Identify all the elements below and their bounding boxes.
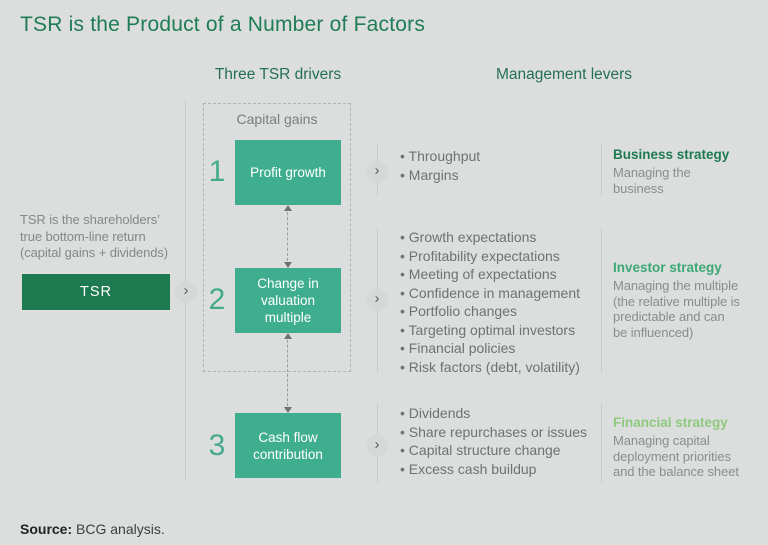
- tsr-description-line: TSR is the shareholders’: [20, 212, 160, 227]
- bullet-item: Growth expectations: [400, 228, 580, 247]
- bullet-item: Portfolio changes: [400, 302, 580, 321]
- column-header-levers: Management levers: [495, 66, 633, 83]
- strategy-title: Financial strategy: [613, 415, 728, 430]
- page-title: TSR is the Product of a Number of Factor…: [20, 13, 426, 36]
- source-label: Source:: [20, 521, 73, 537]
- driver-1-bullet-list: Throughput Margins: [400, 147, 481, 185]
- column-header-drivers: Three TSR drivers: [214, 66, 342, 83]
- bullet-item: Capital structure change: [400, 441, 587, 460]
- strategy-body-line: (the relative multiple is: [613, 293, 740, 309]
- driver-box-cash-flow: Cash flow contribution: [235, 413, 341, 478]
- right-divider-segment-3: [601, 403, 602, 483]
- driver-box-valuation-multiple: Change in valuation multiple: [235, 268, 341, 333]
- strategy-body-line: business: [613, 180, 664, 196]
- source-text: BCG analysis.: [76, 521, 165, 537]
- chevron-glyph: ›: [183, 282, 189, 299]
- chevron-right-icon: ›: [366, 161, 388, 183]
- driver-3-bullet-list: Dividends Share repurchases or issues Ca…: [400, 404, 587, 478]
- driver-number-1: 1: [208, 155, 226, 188]
- driver-number-2: 2: [208, 283, 226, 316]
- strategy-body-line: Managing the: [613, 165, 691, 180]
- bullet-item: Excess cash buildup: [400, 460, 587, 479]
- chevron-glyph: ›: [374, 436, 380, 453]
- capital-gains-group: Capital gains: [203, 103, 351, 372]
- tsr-description: TSR is the shareholders’ true bottom-lin…: [20, 212, 168, 262]
- bullet-item: Financial policies: [400, 339, 580, 358]
- strategy-body-line: Managing the multiple: [613, 278, 739, 293]
- tsr-box: TSR: [22, 274, 170, 310]
- strategy-body-line: Managing capital: [613, 433, 710, 448]
- bullet-item: Throughput: [400, 147, 481, 166]
- strategy-body-line: be influenced): [613, 324, 694, 340]
- chevron-right-icon: ›: [366, 289, 388, 311]
- business-strategy-block: Business strategy Managing the business: [613, 147, 768, 196]
- bullet-item: Share repurchases or issues: [400, 423, 587, 442]
- bullet-item: Confidence in management: [400, 284, 580, 303]
- tsr-description-line: (capital gains + dividends): [20, 245, 168, 260]
- strategy-body-line: and the balance sheet: [613, 464, 739, 479]
- bullet-item: Dividends: [400, 404, 587, 423]
- right-divider-segment-2: [601, 228, 602, 373]
- driver-box-profit-growth: Profit growth: [235, 140, 341, 205]
- chevron-glyph: ›: [374, 162, 380, 179]
- tsr-box-label: TSR: [80, 284, 112, 300]
- bullet-item: Risk factors (debt, volatility): [400, 358, 580, 377]
- bullet-item: Targeting optimal investors: [400, 321, 580, 340]
- chevron-right-icon: ›: [175, 281, 197, 303]
- bullet-item: Meeting of expectations: [400, 265, 580, 284]
- strategy-title: Investor strategy: [613, 260, 722, 275]
- right-divider-segment-1: [601, 145, 602, 196]
- chevron-right-icon: ›: [366, 435, 388, 457]
- investor-strategy-block: Investor strategy Managing the multiple …: [613, 260, 768, 340]
- driver-2-bullet-list: Growth expectations Profitability expect…: [400, 228, 580, 376]
- driver-number-3: 3: [208, 429, 226, 462]
- bullet-item: Profitability expectations: [400, 247, 580, 266]
- dashed-arrow-2-3: [284, 333, 292, 413]
- strategy-body-line: deployment priorities: [613, 448, 731, 464]
- strategy-title: Business strategy: [613, 147, 730, 162]
- dashed-arrow-1-2: [284, 205, 292, 268]
- capital-gains-label: Capital gains: [236, 111, 318, 127]
- source-note: Source: BCG analysis.: [20, 521, 165, 537]
- chevron-glyph: ›: [374, 290, 380, 307]
- financial-strategy-block: Financial strategy Managing capital depl…: [613, 415, 768, 480]
- bullet-item: Margins: [400, 166, 480, 185]
- tsr-description-line: true bottom-line return: [20, 228, 146, 244]
- strategy-body-line: predictable and can: [613, 309, 725, 324]
